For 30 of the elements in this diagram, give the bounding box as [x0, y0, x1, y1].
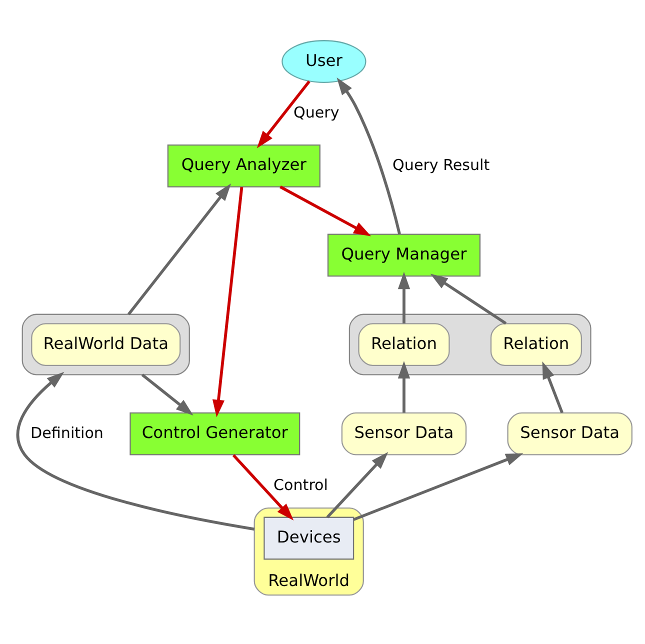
arrow	[141, 373, 194, 415]
arrow	[16, 371, 255, 530]
arrow	[398, 271, 410, 323]
arrow	[127, 183, 232, 315]
arrow	[280, 185, 372, 236]
node-box: Relation	[490, 322, 582, 366]
arrow	[212, 186, 244, 417]
arrow	[398, 360, 410, 412]
arrow	[232, 454, 294, 520]
edge-label: Control	[274, 475, 328, 494]
node-box: Query Manager	[327, 233, 481, 276]
cluster	[348, 313, 592, 375]
arrow	[542, 360, 564, 413]
node-box: Query Analyzer	[167, 144, 320, 187]
edge-label: Query Result	[392, 155, 490, 174]
node-box: Sensor Data	[341, 412, 467, 455]
node-box: Relation	[358, 322, 450, 366]
node-box: Control Generator	[130, 412, 300, 455]
edge-label: Definition	[30, 423, 104, 442]
cluster	[22, 313, 190, 375]
edge-label: Query	[294, 103, 340, 122]
node-box: Devices	[264, 516, 354, 560]
arrow	[336, 77, 401, 234]
node-box: RealWorld Data	[31, 322, 181, 366]
arrow	[353, 452, 524, 520]
arrow	[326, 451, 388, 518]
node-ellipse: User	[282, 40, 366, 82]
arrow	[256, 80, 310, 148]
arrow	[430, 273, 507, 324]
node-box: Sensor Data	[507, 412, 632, 455]
